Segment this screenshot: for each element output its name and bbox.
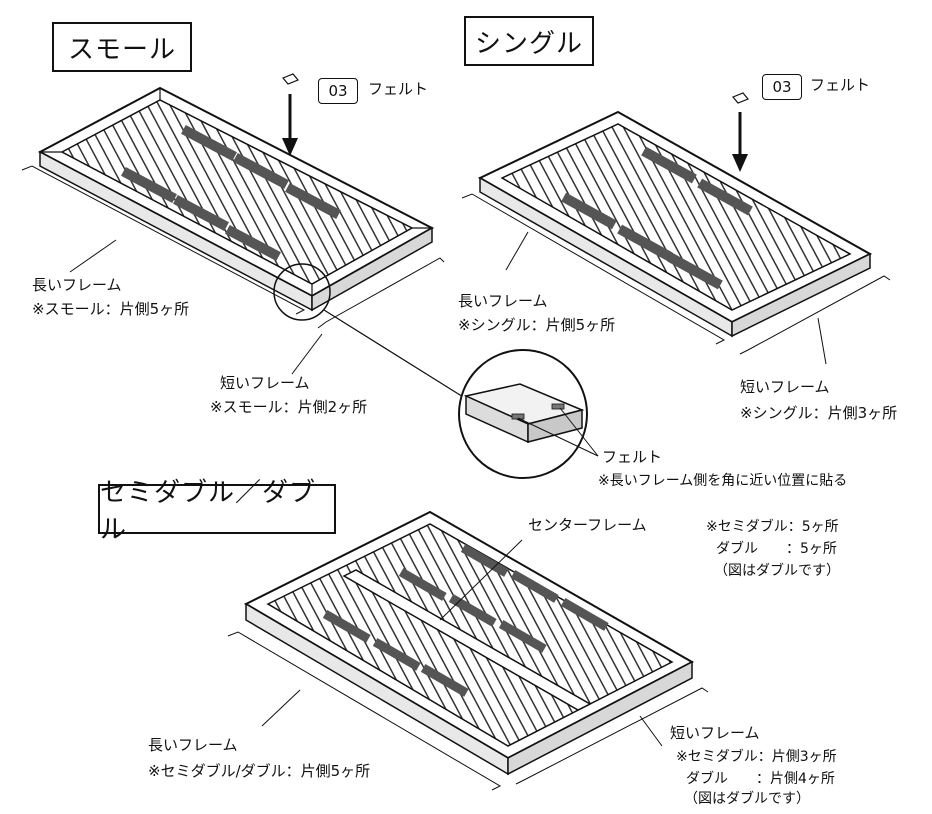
double-center-note-1: ※セミダブル：5ヶ所 — [706, 519, 839, 535]
single-title-box: シングル — [464, 16, 594, 66]
double-title-box: セミダブル／ダブル — [98, 478, 336, 545]
double-short-note-1: ※セミダブル：片側3ヶ所 — [676, 749, 837, 765]
double-center-note-3: （図はダブルです） — [714, 563, 840, 579]
small-title: スモール — [67, 34, 176, 65]
small-frame-diagram — [21, 73, 469, 401]
single-part-name: フェルト — [810, 76, 871, 94]
double-title: セミダブル／ダブル — [100, 478, 317, 545]
detail-felt-note: ※長いフレーム側を角に近い位置に貼る — [598, 473, 848, 489]
double-short-note-2: ダブル ：片側4ヶ所 — [686, 771, 835, 787]
single-part-code: 03 — [762, 74, 802, 100]
double-frame-diagram — [227, 510, 709, 791]
single-frame-diagram — [461, 92, 891, 365]
small-part-name: フェルト — [368, 80, 429, 98]
double-short-note-3: （図はダブルです） — [684, 791, 810, 807]
small-short-frame-note: ※スモール：片側2ヶ所 — [210, 398, 368, 416]
small-long-frame-note: ※スモール：片側5ヶ所 — [32, 300, 190, 318]
double-short-frame-label: 短いフレーム — [670, 724, 760, 742]
double-center-frame-label: センターフレーム — [528, 516, 647, 534]
single-long-frame-note: ※シングル：片側5ヶ所 — [458, 316, 616, 334]
small-long-frame-label: 長いフレーム — [32, 276, 122, 294]
double-long-frame-note: ※セミダブル/ダブル：片側5ヶ所 — [148, 762, 371, 780]
detail-felt-label: フェルト — [602, 448, 663, 466]
single-long-frame-label: 長いフレーム — [458, 292, 548, 310]
single-title: シングル — [474, 28, 583, 59]
felt-detail-magnified — [458, 349, 599, 479]
small-title-box: スモール — [52, 22, 192, 72]
double-long-frame-label: 長いフレーム — [148, 736, 238, 754]
single-short-frame-label: 短いフレーム — [740, 378, 830, 396]
single-short-frame-note: ※シングル：片側3ヶ所 — [740, 404, 898, 422]
small-short-frame-label: 短いフレーム — [220, 374, 310, 392]
small-part-code: 03 — [318, 78, 358, 104]
double-center-note-2: ダブル ：5ヶ所 — [716, 541, 837, 557]
